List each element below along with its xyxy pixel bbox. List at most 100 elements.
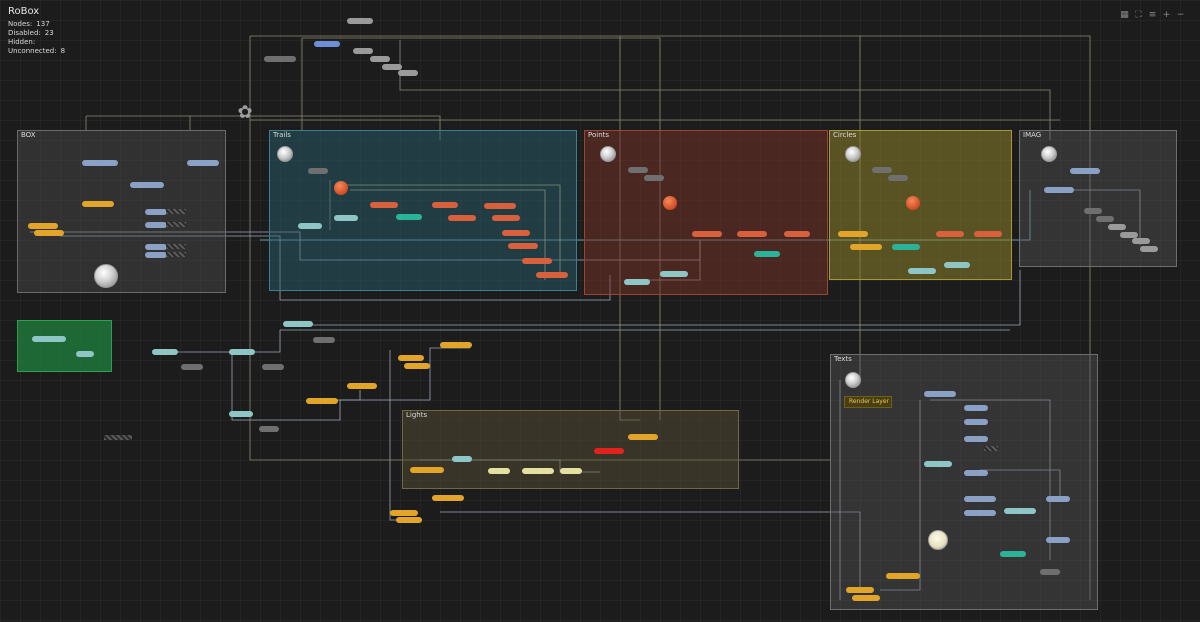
- node[interactable]: [1046, 496, 1070, 502]
- node[interactable]: [440, 342, 472, 348]
- sphere-node[interactable]: [845, 146, 861, 162]
- node[interactable]: [370, 56, 390, 62]
- node[interactable]: [1120, 232, 1138, 238]
- node[interactable]: [692, 231, 722, 237]
- node[interactable]: [886, 573, 920, 579]
- list-icon[interactable]: ≡: [1148, 10, 1157, 20]
- node[interactable]: [262, 364, 284, 370]
- node[interactable]: [784, 231, 810, 237]
- node[interactable]: [396, 517, 422, 523]
- node[interactable]: [522, 468, 554, 474]
- gear-icon[interactable]: ✿: [237, 102, 253, 123]
- node[interactable]: [181, 364, 203, 370]
- node[interactable]: [347, 18, 373, 24]
- node[interactable]: [964, 510, 996, 516]
- node[interactable]: [508, 243, 538, 249]
- node[interactable]: [34, 230, 64, 236]
- node[interactable]: [964, 405, 988, 411]
- sphere-preview[interactable]: [94, 264, 118, 288]
- node[interactable]: [888, 175, 908, 181]
- node[interactable]: [964, 419, 988, 425]
- node[interactable]: [145, 222, 167, 228]
- node[interactable]: [166, 209, 186, 214]
- node[interactable]: [906, 196, 920, 210]
- node[interactable]: [838, 231, 868, 237]
- render-layer-tag[interactable]: Render Layer: [844, 396, 892, 408]
- node[interactable]: [353, 48, 373, 54]
- node[interactable]: [347, 383, 377, 389]
- node[interactable]: [944, 262, 970, 268]
- node[interactable]: [628, 167, 648, 173]
- node[interactable]: [432, 495, 464, 501]
- node[interactable]: [28, 223, 58, 229]
- node[interactable]: [145, 209, 167, 215]
- node[interactable]: [594, 448, 624, 454]
- node[interactable]: [82, 160, 118, 166]
- node[interactable]: [229, 411, 253, 417]
- node[interactable]: [404, 363, 430, 369]
- node[interactable]: [892, 244, 920, 250]
- node[interactable]: [628, 434, 658, 440]
- grid-icon[interactable]: ▦: [1120, 10, 1129, 20]
- node[interactable]: [1044, 187, 1074, 193]
- zoom-in-icon[interactable]: +: [1162, 10, 1171, 20]
- node[interactable]: [1084, 208, 1102, 214]
- node[interactable]: [298, 223, 322, 229]
- node[interactable]: [334, 181, 348, 195]
- node[interactable]: [1108, 224, 1126, 230]
- node[interactable]: [32, 336, 66, 342]
- group-texts[interactable]: Texts: [830, 354, 1098, 610]
- node[interactable]: [306, 398, 338, 404]
- group-lights[interactable]: Lights: [402, 410, 739, 489]
- node[interactable]: [1132, 238, 1150, 244]
- sphere-preview[interactable]: [928, 530, 948, 550]
- node[interactable]: [229, 349, 255, 355]
- node[interactable]: [283, 321, 313, 327]
- node[interactable]: [396, 214, 422, 220]
- node[interactable]: [1046, 537, 1070, 543]
- node[interactable]: [536, 272, 568, 278]
- node[interactable]: [974, 231, 1002, 237]
- node[interactable]: [644, 175, 664, 181]
- node[interactable]: [314, 41, 340, 47]
- node[interactable]: [1004, 508, 1036, 514]
- node[interactable]: [334, 215, 358, 221]
- sphere-node[interactable]: [1041, 146, 1057, 162]
- node[interactable]: [308, 168, 328, 174]
- node[interactable]: [984, 446, 998, 451]
- node[interactable]: [370, 202, 398, 208]
- node[interactable]: [924, 461, 952, 467]
- node[interactable]: [502, 230, 530, 236]
- node[interactable]: [964, 496, 996, 502]
- group-trails[interactable]: Trails: [269, 130, 577, 291]
- node[interactable]: [166, 244, 186, 249]
- node[interactable]: [145, 244, 167, 250]
- node[interactable]: [852, 595, 880, 601]
- sphere-node[interactable]: [845, 372, 861, 388]
- node[interactable]: [1070, 168, 1100, 174]
- node[interactable]: [1040, 569, 1060, 575]
- node[interactable]: [104, 435, 132, 440]
- node[interactable]: [924, 391, 956, 397]
- node[interactable]: [1000, 551, 1026, 557]
- node[interactable]: [1096, 216, 1114, 222]
- node[interactable]: [152, 349, 178, 355]
- node[interactable]: [452, 456, 472, 462]
- node[interactable]: [908, 268, 936, 274]
- node[interactable]: [964, 436, 988, 442]
- node[interactable]: [398, 355, 424, 361]
- group-green[interactable]: [17, 320, 112, 372]
- node[interactable]: [850, 244, 882, 250]
- zoom-out-icon[interactable]: −: [1176, 10, 1185, 20]
- node[interactable]: [145, 252, 167, 258]
- sphere-node[interactable]: [600, 146, 616, 162]
- node[interactable]: [624, 279, 650, 285]
- node[interactable]: [448, 215, 476, 221]
- node[interactable]: [313, 337, 335, 343]
- node[interactable]: [872, 167, 892, 173]
- node[interactable]: [76, 351, 94, 357]
- node[interactable]: [660, 271, 688, 277]
- node[interactable]: [398, 70, 418, 76]
- node[interactable]: [82, 201, 114, 207]
